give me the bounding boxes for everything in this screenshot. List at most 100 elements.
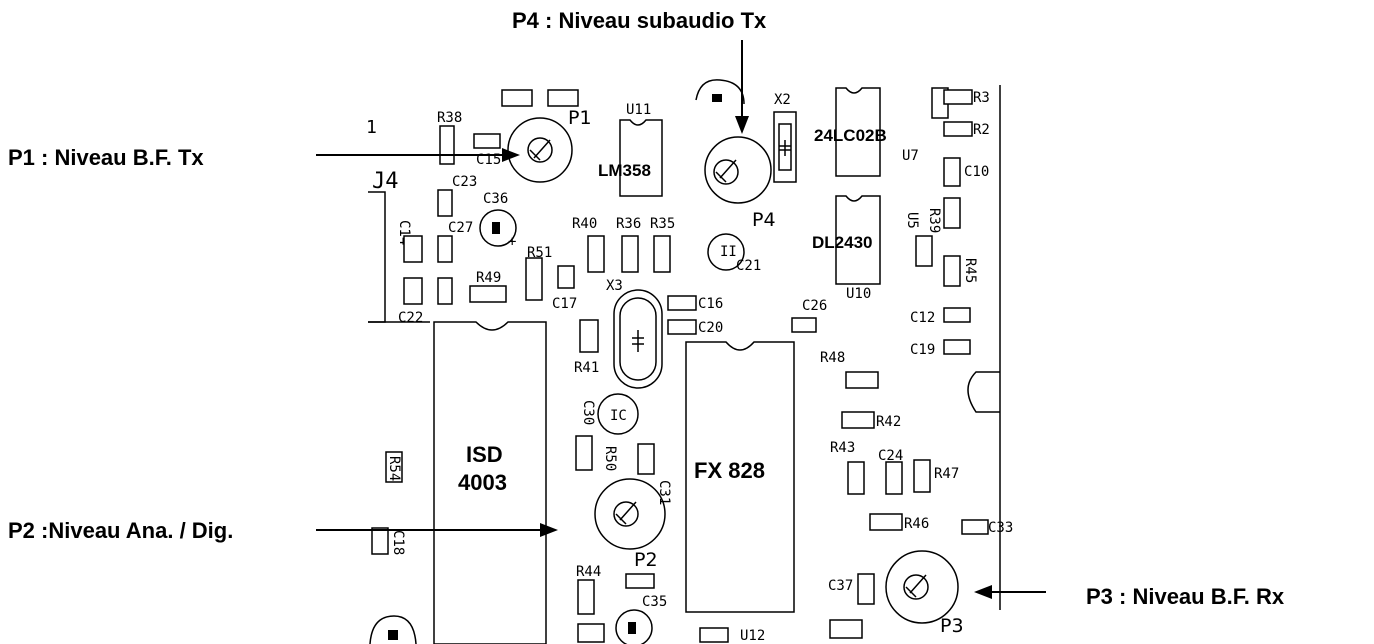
cap-c35 [615,609,653,644]
isd-label-line1: ISD [466,442,503,467]
capacitor-pad [915,235,933,267]
r51-label: R51 [527,245,552,261]
c22-label: C22 [398,310,423,326]
r45-pad [943,255,961,287]
p3-pot-label: P3 [940,615,964,637]
svg-text:IC: IC [610,408,627,424]
r36-label: R36 [616,216,641,232]
c17-pad [557,265,575,289]
p2-arrowhead [540,523,558,537]
c12-label: C12 [910,310,935,326]
eeprom-label: 24LC02B [814,126,887,145]
svg-text:+: + [508,234,516,250]
u-label: U5 [904,212,920,229]
j4-label: J4 [372,169,399,194]
c14-pad [403,235,423,263]
c16-label: C16 [698,296,723,312]
u12-pad [699,627,729,643]
x2-label: X2 [774,92,791,108]
r2-pad [943,121,973,137]
r46-label: R46 [904,516,929,532]
p2-pot-label: P2 [634,549,658,571]
c27-pad [437,235,453,263]
pot-p4: P4 [704,136,776,231]
resistor-pad [501,89,533,107]
pin1-label: 1 [366,117,377,138]
r47-label: R47 [934,466,959,482]
r3-label: R3 [973,90,990,106]
c26-pad [791,317,817,333]
r50-pad-b [637,443,655,475]
p1-pot-label: P1 [568,107,592,129]
c12-pad [943,307,971,323]
r42-label: R42 [876,414,901,430]
c16-pad [667,295,697,311]
c26-label: C26 [802,298,827,314]
cap-c21: II C21 [707,233,761,274]
c36-label: C36 [483,191,508,207]
r41-label: R41 [574,360,599,376]
ic-u10-dl2430: DL2430 [812,195,881,285]
pot-p2: P2 [594,478,666,571]
c33-label: C33 [988,520,1013,536]
r35-pad [653,235,671,273]
resistor-pad [829,619,863,639]
c21-label: C21 [736,258,761,274]
dl2430-label: DL2430 [812,233,872,252]
r47-pad [913,459,931,493]
r48-pad [845,371,879,389]
c31-label: C31 [656,480,672,505]
c37-label: C37 [828,578,853,594]
passive-components: R38 C15 C23 C36 C14 C27 R51 R49 C17 C22 … [371,87,1013,644]
c37-pad [857,573,875,605]
r38-pad [439,125,455,165]
svg-text:II: II [720,244,737,260]
callout-p1: P1 : Niveau B.F. Tx [8,145,204,170]
callout-p2: P2 :Niveau Ana. / Dig. [8,518,233,543]
x3-label: X3 [606,278,623,294]
r40-label: R40 [572,216,597,232]
c17-label: C17 [552,296,577,312]
callout-p3: P3 : Niveau B.F. Rx [1086,584,1285,609]
r49-pad [469,285,507,303]
c30-label: C30 [580,400,596,425]
resistor-pad [437,277,453,305]
lm358-label: LM358 [598,161,651,180]
r50-label: R50 [602,446,618,471]
u12-label: U12 [740,628,765,644]
r39-label: R39 [926,208,942,233]
p4-pot-label: P4 [752,209,776,231]
r3-pad [943,89,973,105]
connector-j4: J4 1 [366,117,399,194]
c23-pad [437,189,453,217]
board-edge-left [368,191,386,323]
u7-label: U7 [902,148,919,164]
capacitor-pad [403,277,423,305]
r35-label: R35 [650,216,675,232]
c18-pad [371,527,389,555]
c24-label: C24 [878,448,903,464]
c10-label: C10 [964,164,989,180]
r54-label: R54 [386,456,402,481]
callout-p4: P4 : Niveau subaudio Tx [512,8,767,33]
pot-p3: P3 [885,550,964,637]
ic-isd4003: ISD 4003 [433,321,547,644]
ic-u11-lm358: U11 LM358 [598,102,663,197]
u11-label: U11 [626,102,651,118]
isd-label-line2: 4003 [458,470,507,495]
c24-pad [885,461,903,495]
r44-pad [577,579,595,615]
r40-pad [587,235,605,273]
r39-pad [943,197,961,229]
fx828-label: FX 828 [694,458,765,483]
r41-pad [579,319,599,353]
crystal-x3: X3 [606,278,663,389]
r38-label: R38 [437,110,462,126]
cap-top [695,79,745,105]
r42-pad [841,411,875,429]
r48-label: R48 [820,350,845,366]
c35-label: C35 [642,594,667,610]
resistor-pad [547,89,579,107]
p4-arrowhead [735,116,749,134]
